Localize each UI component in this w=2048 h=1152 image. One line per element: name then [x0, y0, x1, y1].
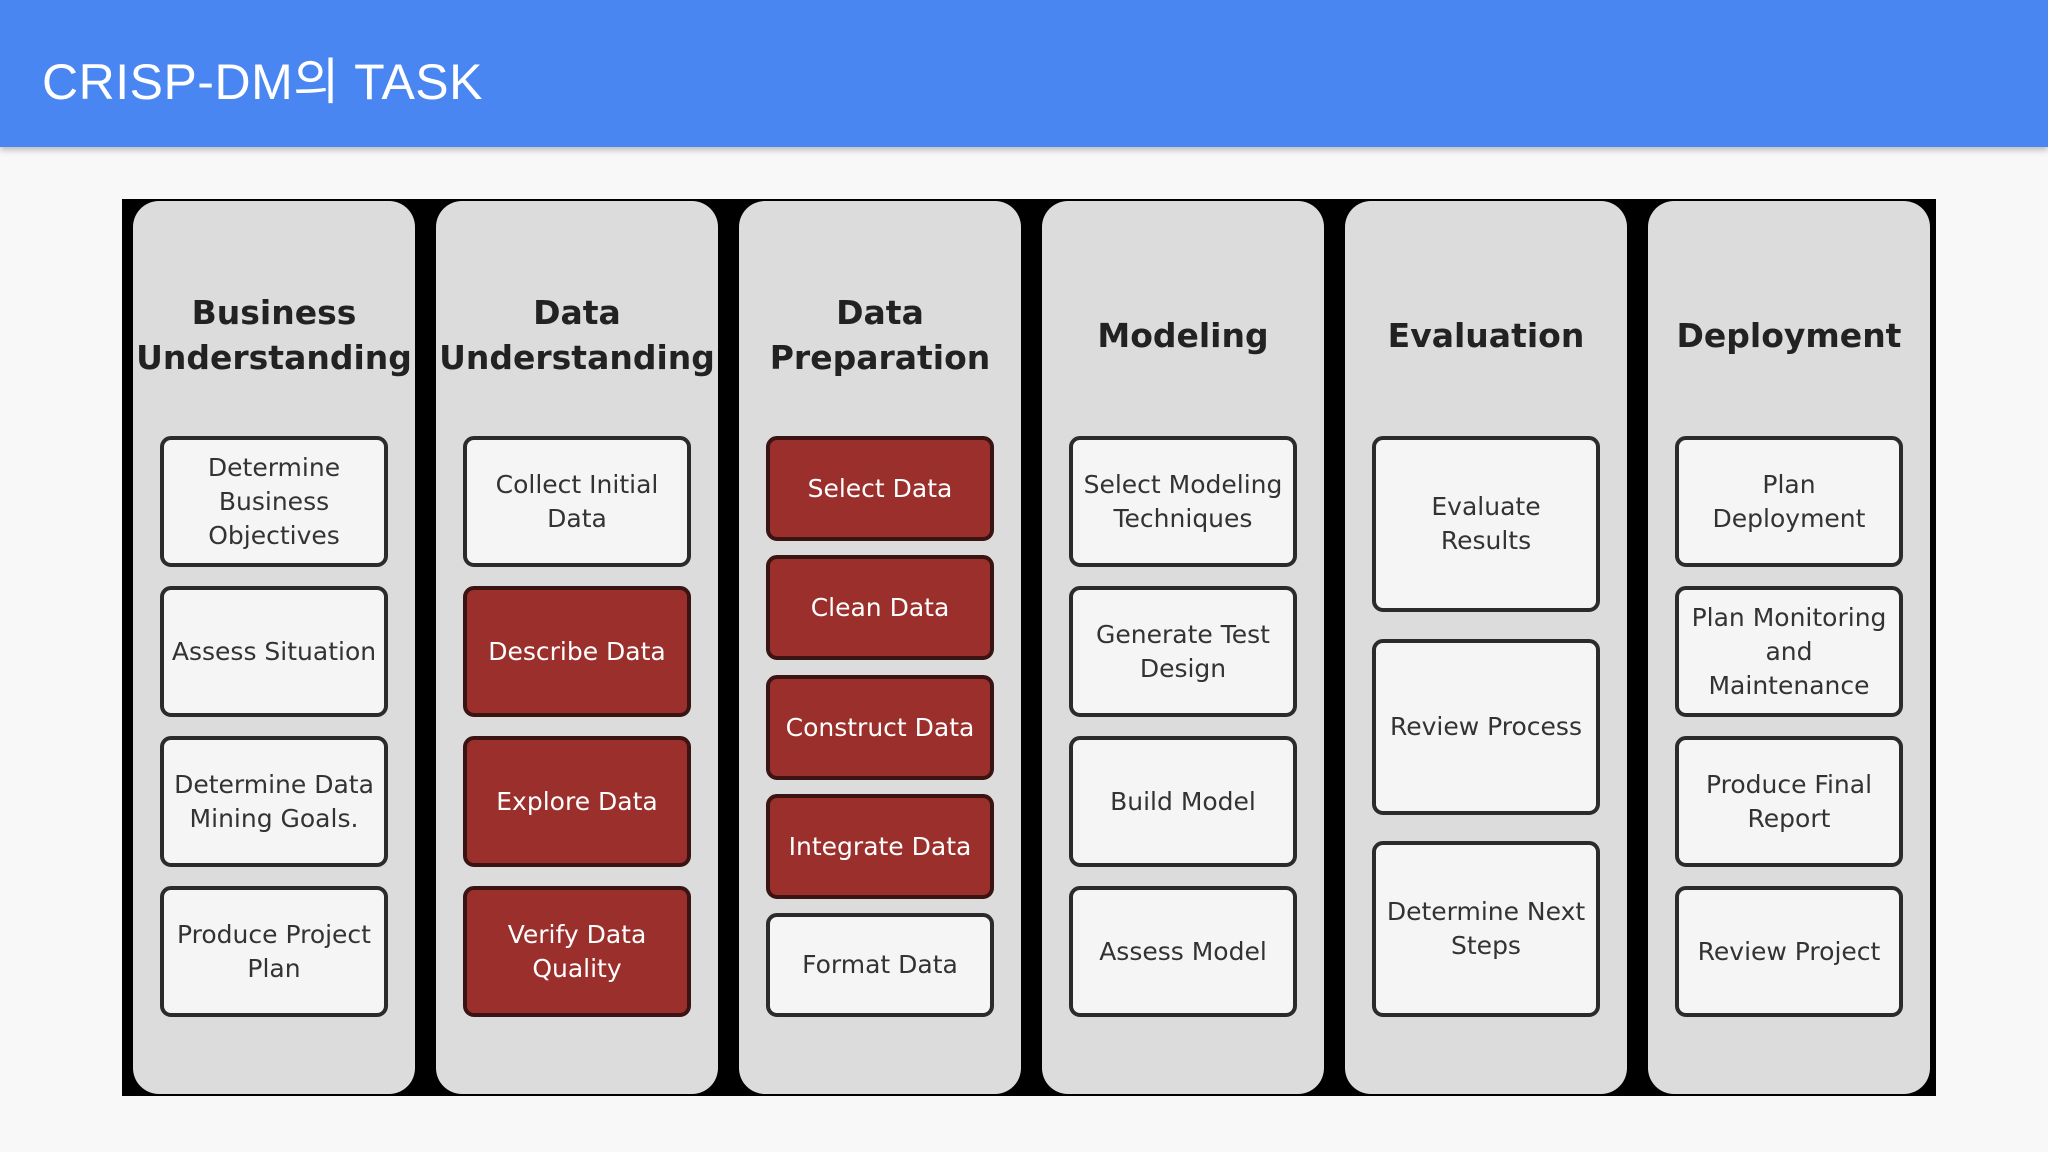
- crisp-dm-task-diagram: Business Understanding Determine Busines…: [122, 199, 1936, 1096]
- task-box: Evaluate Results: [1372, 436, 1600, 612]
- task-box: Produce Final Report: [1675, 736, 1903, 867]
- task-box: Produce Project Plan: [160, 886, 388, 1017]
- phase-title: Data Understanding: [439, 293, 715, 377]
- phase-column-data-understanding: Data Understanding Collect Initial Data …: [436, 201, 718, 1094]
- phase-column-modeling: Modeling Select Modeling Techniques Gene…: [1042, 201, 1324, 1094]
- task-box: Assess Situation: [160, 586, 388, 717]
- task-box: Format Data: [766, 913, 994, 1017]
- slide-title: CRISP-DM의 TASK: [42, 54, 483, 110]
- task-box: Plan Monitoring and Maintenance: [1675, 586, 1903, 717]
- task-box: Determine Data Mining Goals.: [160, 736, 388, 867]
- task-box: Review Project: [1675, 886, 1903, 1017]
- task-box: Select Modeling Techniques: [1069, 436, 1297, 567]
- phase-title: Data Preparation: [769, 293, 991, 377]
- task-box: Assess Model: [1069, 886, 1297, 1017]
- task-box: Select Data: [766, 436, 994, 541]
- phase-column-evaluation: Evaluation Evaluate Results Review Proce…: [1345, 201, 1627, 1094]
- task-box: Construct Data: [766, 675, 994, 780]
- task-box: Build Model: [1069, 736, 1297, 867]
- task-box: Collect Initial Data: [463, 436, 691, 567]
- phase-title: Modeling: [1097, 315, 1269, 355]
- task-box: Review Process: [1372, 639, 1600, 815]
- task-box: Determine Next Steps: [1372, 841, 1600, 1017]
- task-box: Determine Business Objectives: [160, 436, 388, 567]
- phase-title: Deployment: [1676, 315, 1902, 355]
- phase-title: Business Understanding: [136, 293, 412, 377]
- task-box: Describe Data: [463, 586, 691, 717]
- task-box: Generate Test Design: [1069, 586, 1297, 717]
- task-box: Plan Deployment: [1675, 436, 1903, 567]
- task-box: Verify Data Quality: [463, 886, 691, 1017]
- phase-column-data-preparation: Data Preparation Select Data Clean Data …: [739, 201, 1021, 1094]
- slide-header: CRISP-DM의 TASK: [0, 0, 2048, 147]
- task-box: Integrate Data: [766, 794, 994, 899]
- phase-column-business-understanding: Business Understanding Determine Busines…: [133, 201, 415, 1094]
- phase-title: Evaluation: [1387, 315, 1585, 355]
- task-box: Clean Data: [766, 555, 994, 660]
- task-box: Explore Data: [463, 736, 691, 867]
- phase-column-deployment: Deployment Plan Deployment Plan Monitori…: [1648, 201, 1930, 1094]
